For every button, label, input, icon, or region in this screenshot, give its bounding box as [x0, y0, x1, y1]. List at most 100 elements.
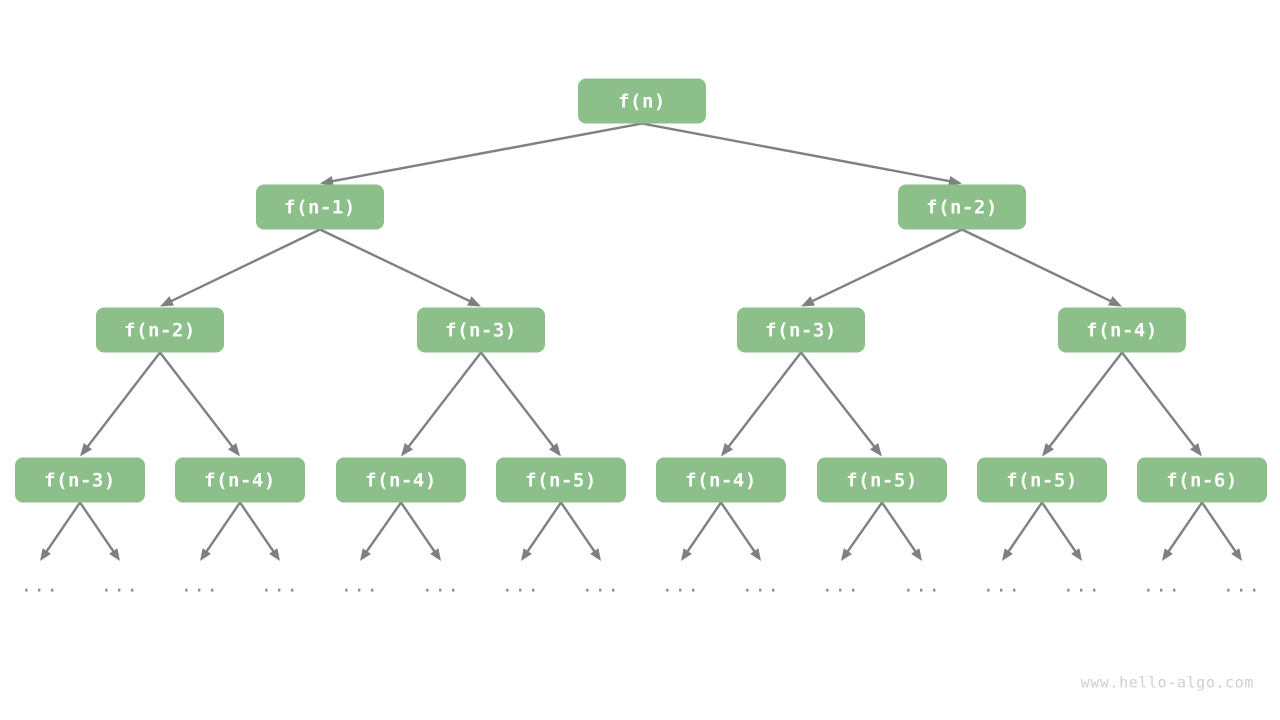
ellipsis-edge-12-arrowhead — [1002, 548, 1013, 561]
node-box — [1137, 457, 1267, 503]
watermark-label: www.hello-algo.com — [1081, 674, 1254, 692]
edge-n2-to-n6-line — [961, 228, 1112, 303]
node-label: f(n-5) — [525, 470, 597, 492]
tree-node-n13[interactable]: f(n-5) — [977, 457, 1107, 503]
tree-node-n11[interactable]: f(n-4) — [656, 457, 786, 503]
ellipsis-label-0: ... — [21, 575, 60, 597]
tree-node-n2[interactable]: f(n-2) — [898, 184, 1026, 230]
ellipsis-edge-6-arrowhead — [521, 548, 532, 561]
tree-node-n6[interactable]: f(n-4) — [1058, 307, 1186, 353]
ellipsis-edge-4-line — [365, 501, 402, 553]
node-label: f(n-4) — [1086, 320, 1158, 342]
node-label: f(n) — [618, 91, 666, 113]
edge-n3-to-n7-arrowhead — [80, 443, 93, 457]
tree-node-n5[interactable]: f(n-3) — [737, 307, 865, 353]
node-box — [737, 307, 865, 353]
edges-layer — [80, 122, 1202, 457]
edge-n6-to-n14-arrowhead — [1189, 443, 1202, 457]
ellipsis-edge-1-line — [79, 501, 115, 553]
edge-n4-to-n9-arrowhead — [401, 443, 414, 457]
ellipsis-label-10: ... — [822, 575, 861, 597]
edge-n0-to-n1-line — [331, 122, 643, 183]
ellipsis-edge-1-arrowhead — [109, 548, 120, 561]
edge-n1-to-n3-arrowhead — [160, 296, 174, 307]
node-label: f(n-4) — [365, 470, 437, 492]
ellipsis-label-11: ... — [903, 575, 942, 597]
ellipsis-edge-2-arrowhead — [200, 548, 211, 561]
ellipsis-label-2: ... — [181, 575, 220, 597]
ellipsis-label-8: ... — [662, 575, 701, 597]
node-box — [656, 457, 786, 503]
edge-n3-to-n8-arrowhead — [227, 443, 240, 457]
ellipsis-edge-11-arrowhead — [911, 548, 922, 561]
ellipsis-edge-3-line — [239, 501, 275, 553]
edge-n5-to-n12-line — [800, 351, 876, 448]
edge-n5-to-n11-arrowhead — [721, 443, 734, 457]
node-box — [96, 307, 224, 353]
tree-node-n0[interactable]: f(n) — [578, 78, 706, 124]
node-box — [175, 457, 305, 503]
node-box — [817, 457, 947, 503]
edge-n6-to-n14-line — [1121, 351, 1196, 448]
ellipsis-edge-0-arrowhead — [40, 548, 51, 561]
node-box — [578, 78, 706, 124]
node-box — [15, 457, 145, 503]
tree-node-n3[interactable]: f(n-2) — [96, 307, 224, 353]
ellipsis-edge-7-arrowhead — [590, 548, 601, 561]
ellipsis-label-14: ... — [1143, 575, 1182, 597]
tree-node-n12[interactable]: f(n-5) — [817, 457, 947, 503]
ellipsis-edge-10-line — [846, 501, 883, 553]
edge-n4-to-n9-line — [407, 351, 482, 448]
edge-n2-to-n5-line — [811, 228, 963, 303]
ellipsis-edge-12-line — [1007, 501, 1043, 553]
edge-n2-to-n5-arrowhead — [801, 296, 815, 307]
node-label: f(n-2) — [926, 197, 998, 219]
node-label: f(n-3) — [44, 470, 116, 492]
tree-node-n9[interactable]: f(n-4) — [336, 457, 466, 503]
ellipsis-edge-0-line — [45, 501, 81, 553]
ellipsis-edge-9-line — [720, 501, 756, 553]
ellipsis-edge-9-arrowhead — [750, 548, 761, 561]
ellipsis-edge-5-line — [400, 501, 436, 553]
ellipsis-edge-13-line — [1041, 501, 1077, 553]
node-label: f(n-5) — [1006, 470, 1078, 492]
edge-n0-to-n2-line — [641, 122, 951, 183]
node-box — [898, 184, 1026, 230]
ellipsis-label-9: ... — [742, 575, 781, 597]
tree-node-n8[interactable]: f(n-4) — [175, 457, 305, 503]
edge-n1-to-n4-arrowhead — [467, 296, 481, 307]
tree-node-n1[interactable]: f(n-1) — [256, 184, 384, 230]
nodes-layer: f(n) f(n-1) f(n-2) f(n-2) f(n-3) f(n-3) f(n-4)… — [15, 78, 1267, 503]
node-label: f(n-3) — [765, 320, 837, 342]
edge-n3-to-n7-line — [86, 351, 161, 448]
node-box — [417, 307, 545, 353]
node-label: f(n-3) — [445, 320, 517, 342]
tree-node-n10[interactable]: f(n-5) — [496, 457, 626, 503]
node-box — [1058, 307, 1186, 353]
ellipsis-edge-14-arrowhead — [1162, 548, 1173, 561]
node-box — [336, 457, 466, 503]
tree-node-n7[interactable]: f(n-3) — [15, 457, 145, 503]
ellipsis-edge-8-line — [686, 501, 722, 553]
ellipsis-edge-14-line — [1167, 501, 1203, 553]
node-label: f(n-1) — [284, 197, 356, 219]
edge-n1-to-n4-line — [319, 228, 471, 303]
ellipsis-edge-10-arrowhead — [841, 548, 852, 561]
ellipsis-edges-layer — [40, 501, 1242, 561]
node-label: f(n-5) — [846, 470, 918, 492]
ellipsis-edge-7-line — [560, 501, 596, 553]
tree-node-n14[interactable]: f(n-6) — [1137, 457, 1267, 503]
ellipsis-label-12: ... — [983, 575, 1022, 597]
node-box — [256, 184, 384, 230]
ellipsis-edge-13-arrowhead — [1071, 548, 1082, 561]
tree-node-n4[interactable]: f(n-3) — [417, 307, 545, 353]
ellipsis-edge-8-arrowhead — [681, 548, 692, 561]
edge-n4-to-n10-arrowhead — [548, 443, 561, 457]
edge-n0-to-n2-arrowhead — [948, 175, 962, 187]
ellipsis-label-4: ... — [341, 575, 380, 597]
ellipsis-label-3: ... — [261, 575, 300, 597]
ellipsis-edge-4-arrowhead — [360, 548, 371, 561]
edge-n2-to-n6-arrowhead — [1108, 296, 1122, 307]
edge-n6-to-n13-arrowhead — [1042, 443, 1055, 457]
